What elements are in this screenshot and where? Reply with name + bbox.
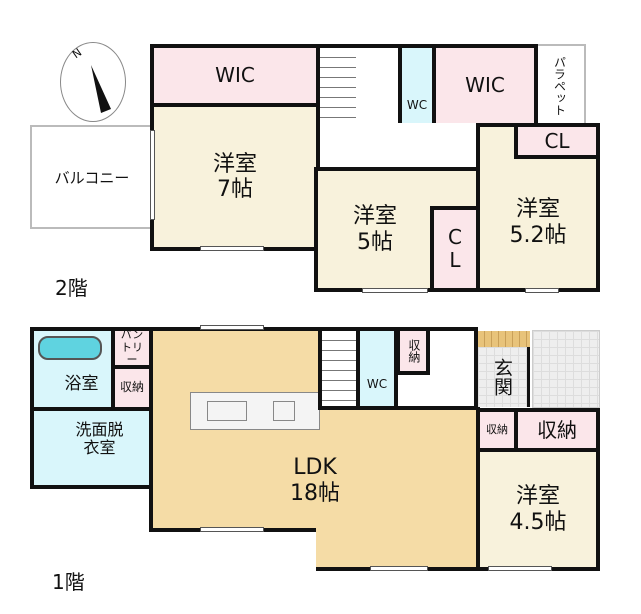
storage-big[interactable]: 収納 xyxy=(514,408,600,452)
ldk-size: 18帖 xyxy=(290,481,340,507)
stove-icon xyxy=(273,401,295,421)
window xyxy=(362,288,428,293)
bathroom-label: 浴室 xyxy=(64,374,99,395)
bathtub-icon xyxy=(38,336,102,360)
wic-right-label: WIC xyxy=(465,73,505,97)
room-5-2-size: 5.2帖 xyxy=(509,222,567,248)
room-5-name: 洋室 xyxy=(352,204,397,230)
wc-2f: WC xyxy=(398,44,436,127)
closet-side[interactable]: CL xyxy=(430,206,480,292)
entrance: 玄関 xyxy=(478,347,530,407)
storage-small[interactable]: 収納 xyxy=(476,408,518,452)
stairs-2f[interactable] xyxy=(316,44,360,129)
wic-right: WIC xyxy=(432,44,538,127)
room-7-name: 洋室 xyxy=(212,151,257,177)
parapet: パラペット xyxy=(534,44,586,128)
floor-2-label: 2階 xyxy=(55,276,88,300)
wc-1f-label: WC xyxy=(366,377,388,392)
storage-hall[interactable]: 収納 xyxy=(396,327,430,375)
closet-top[interactable]: CL xyxy=(514,123,600,159)
hallway-2f xyxy=(312,123,480,171)
parapet-label: パラペット xyxy=(552,56,567,116)
wc-1f: WC xyxy=(356,327,398,410)
storage-small-label: 収納 xyxy=(486,422,508,436)
stairs-1f[interactable] xyxy=(318,327,360,410)
balcony: バルコニー xyxy=(30,125,154,229)
storage-left[interactable]: 収納 xyxy=(111,365,153,411)
pantry-label: パントリー xyxy=(120,328,144,367)
porch xyxy=(532,330,600,408)
storage-big-label: 収納 xyxy=(537,417,577,442)
ldk-name: LDK xyxy=(293,455,337,480)
pantry[interactable]: パントリー xyxy=(111,327,153,369)
washroom: 洗面脱衣室 xyxy=(30,407,153,489)
entrance-label: 玄関 xyxy=(491,358,513,396)
closet-top-label: CL xyxy=(544,128,570,153)
window xyxy=(200,325,264,330)
window xyxy=(150,130,155,220)
wic-left-label: WIC xyxy=(215,63,255,87)
ldk-right xyxy=(316,406,480,571)
stair-landing-2f xyxy=(356,44,402,129)
floor-1-label: 1階 xyxy=(52,570,85,594)
washroom-label: 洗面脱衣室 xyxy=(75,420,124,458)
balcony-label: バルコニー xyxy=(54,168,130,187)
window xyxy=(200,246,264,251)
room-5-2-name: 洋室 xyxy=(515,197,560,223)
wic-left: WIC xyxy=(150,44,320,107)
compass-arrow-icon xyxy=(91,65,111,113)
window xyxy=(200,527,264,532)
room-4-5-name: 洋室 xyxy=(515,484,560,510)
room-4-5-size: 4.5帖 xyxy=(509,509,567,535)
storage-hall-label: 収納 xyxy=(406,339,421,363)
window xyxy=(370,566,428,571)
window xyxy=(488,566,552,571)
window xyxy=(525,288,559,293)
storage-left-label: 収納 xyxy=(119,380,144,395)
sink-icon xyxy=(207,401,247,421)
north-compass: N xyxy=(60,42,126,122)
room-7-size: 7帖 xyxy=(217,177,253,202)
wc-2f-label: WC xyxy=(406,98,428,113)
closet-side-label: CL xyxy=(448,225,462,272)
kitchen-counter xyxy=(190,392,320,430)
room-5-size: 5帖 xyxy=(357,229,393,255)
entrance-step xyxy=(478,331,530,347)
